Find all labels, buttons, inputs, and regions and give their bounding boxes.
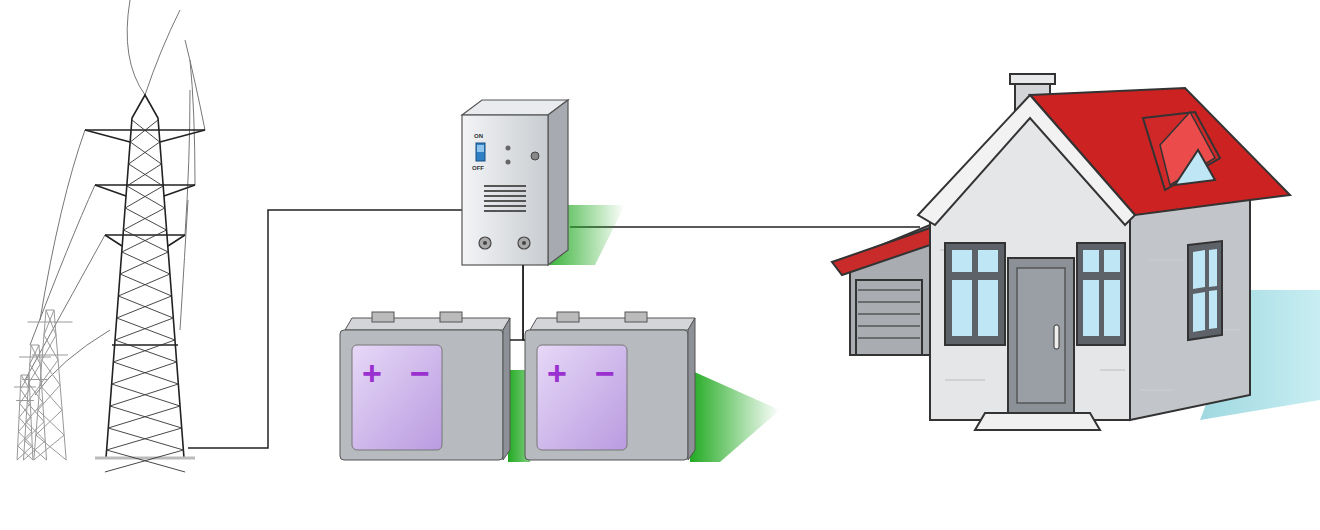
switch-label: ON <box>474 133 483 139</box>
inverter-unit: ON OFF <box>462 115 548 265</box>
terminal-sign: − <box>595 356 615 390</box>
terminal-sign: − <box>410 356 430 390</box>
battery: +− <box>525 318 695 460</box>
switch-label: OFF <box>472 165 484 171</box>
power-wire <box>510 265 523 340</box>
power-wire <box>523 265 525 340</box>
battery: +− <box>340 318 510 460</box>
terminal-sign: + <box>547 356 567 390</box>
terminal-sign: + <box>362 356 382 390</box>
